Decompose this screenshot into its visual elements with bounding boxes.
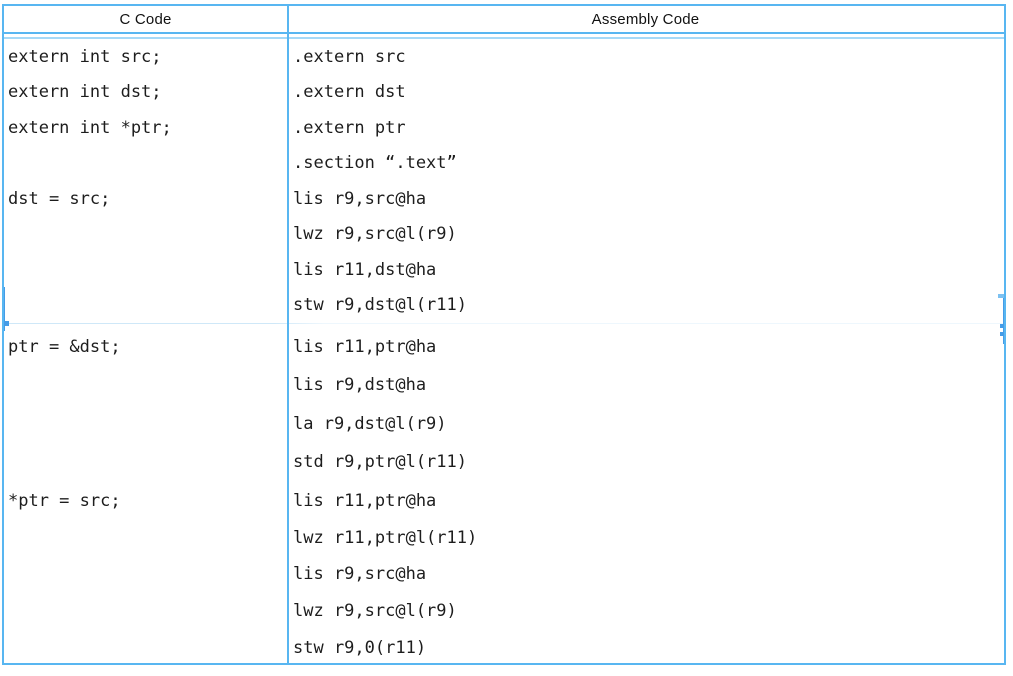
table-row: extern int src; extern int dst; extern int… — [4, 39, 1004, 323]
code-line: .section “.text” — [293, 153, 457, 174]
header-double-rule — [4, 34, 1004, 39]
code-line: extern int dst; — [8, 82, 162, 103]
code-line: extern int *ptr; — [8, 117, 172, 138]
left-border-tick — [4, 321, 9, 326]
code-line — [8, 556, 287, 593]
table-row: ptr = &dst; lis r11,ptr@ha lis r9,dst@ha la… — [4, 324, 1004, 481]
right-border-nub — [998, 294, 1004, 298]
code-line: std r9,ptr@l(r11) — [293, 451, 467, 472]
c-code-cell: ptr = &dst; — [4, 328, 287, 481]
code-comparison-table: C Code Assembly Code extern int src;exte… — [2, 4, 1006, 665]
column-divider — [287, 6, 289, 663]
header-cell-assembly-code: Assembly Code — [591, 10, 700, 28]
code-line: lis r11,ptr@ha — [293, 337, 437, 358]
code-line: lis r9,src@ha — [293, 564, 427, 585]
code-line: lwz r9,src@l(r9) — [293, 224, 457, 245]
code-line — [8, 366, 287, 404]
code-line: dst = src; — [8, 188, 111, 209]
right-border-highlight-segment — [1003, 298, 1004, 344]
code-line — [8, 217, 287, 253]
code-line: la r9,dst@l(r9) — [293, 413, 447, 434]
right-border-tick — [1000, 332, 1004, 336]
code-line — [8, 443, 287, 481]
assembly-code-cell: .extern src .extern dst .extern ptr .sectio… — [287, 39, 1004, 323]
left-border-highlight-segment — [4, 287, 5, 331]
code-line: stw r9,dst@l(r11) — [293, 295, 467, 316]
code-line: extern int src; — [8, 46, 162, 67]
row-divider — [4, 323, 1004, 324]
code-line: lis r9,src@ha — [293, 188, 427, 209]
code-line — [8, 593, 287, 630]
c-code-cell: extern int src; extern int dst; extern int… — [4, 39, 287, 323]
code-line — [8, 405, 287, 443]
header-cell-c-code: C Code — [119, 10, 172, 28]
code-line — [8, 252, 287, 288]
assembly-code-cell: lis r11,ptr@ha lwz r11,ptr@l(r11) lis r9,s… — [287, 483, 1004, 663]
table-body: extern int src; extern int dst; extern int… — [4, 39, 1004, 663]
code-line: lis r11,dst@ha — [293, 259, 437, 280]
code-line: lwz r9,src@l(r9) — [293, 601, 457, 622]
table-header-row: C Code Assembly Code — [4, 6, 1004, 34]
code-line: *ptr = src; — [8, 491, 121, 512]
code-line: lis r11,ptr@ha — [293, 491, 437, 512]
code-line: .extern ptr — [293, 117, 406, 138]
table-row: *ptr = src; lis r11,ptr@ha lwz r11,ptr@l(r… — [4, 481, 1004, 663]
code-line: lis r9,dst@ha — [293, 375, 427, 396]
code-line — [8, 629, 287, 663]
code-line — [8, 520, 287, 557]
code-line — [8, 288, 287, 324]
assembly-code-cell: lis r11,ptr@ha lis r9,dst@ha la r9,dst@l(r… — [287, 328, 1004, 481]
code-line: .extern src — [293, 46, 406, 67]
code-line: ptr = &dst; — [8, 337, 121, 358]
code-line: stw r9,0(r11) — [293, 637, 427, 658]
c-code-cell: *ptr = src; — [4, 483, 287, 663]
code-line: lwz r11,ptr@l(r11) — [293, 527, 478, 548]
code-line: .extern dst — [293, 82, 406, 103]
right-border-tick — [1000, 324, 1004, 328]
code-line — [8, 146, 287, 182]
